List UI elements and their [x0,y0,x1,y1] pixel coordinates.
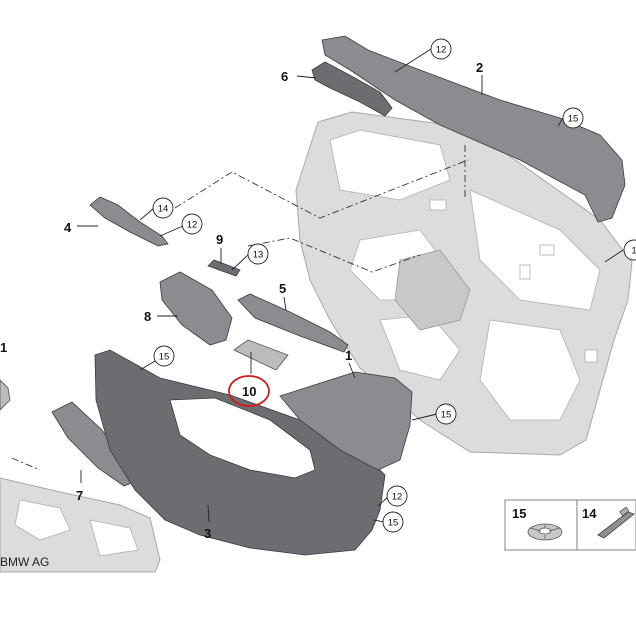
callout-15-bottom: 15 [382,511,404,533]
svg-text:13: 13 [253,250,264,261]
highlight-circle [228,375,270,407]
part-10-plate [233,339,289,371]
part-1-armrest [279,371,413,471]
svg-text:15: 15 [512,506,526,521]
left-edge-part-fragment [0,379,11,411]
part-number-8: 8 [144,309,151,324]
part-number-1-left: 1 [0,340,7,355]
door-panel-fragment [0,477,161,573]
part-2-trim-strip [321,35,626,223]
door-inner-panel [295,111,633,456]
part-number-10: 10 [242,384,256,399]
assembly-line-2 [247,237,421,273]
svg-text:1: 1 [631,246,636,257]
part-number-6: 6 [281,69,288,84]
part-8-switch-block [159,271,233,346]
callout-12-arm: 12 [181,213,203,235]
legend-box-15: 15 [504,499,578,551]
callout-15-right: 15 [435,403,457,425]
part-number-1: 1 [345,348,352,363]
svg-text:12: 12 [436,45,447,56]
assembly-line-1 [174,159,469,219]
callout-14-arm: 14 [152,197,174,219]
callout-12-top: 12 [430,38,452,60]
part-number-7: 7 [76,488,83,503]
copyright-text: BMW AG [0,555,49,569]
callout-12-bottom: 12 [386,485,408,507]
part-number-4: 4 [64,220,72,235]
callout-13: 13 [247,243,269,265]
svg-text:12: 12 [392,492,403,503]
part-6-cover [311,61,393,117]
legend-box-14: 14 [576,499,636,551]
callout-15-mid: 15 [153,345,175,367]
svg-text:15: 15 [441,410,452,421]
svg-text:15: 15 [388,518,399,529]
part-9-strip [207,259,241,277]
svg-text:15: 15 [568,114,579,125]
svg-text:12: 12 [187,220,198,231]
clip-nut-icon [527,523,563,541]
svg-text:15: 15 [159,352,170,363]
part-number-9: 9 [216,232,223,247]
part-4-cover [89,196,169,247]
svg-text:14: 14 [582,506,597,521]
part-5-handle [237,293,349,353]
assembly-line-3 [11,457,41,471]
svg-text:14: 14 [158,204,169,215]
callout-15-top: 15 [562,107,584,129]
clip-strip-icon [597,506,635,539]
part-3-cutout [169,397,316,479]
callout-1-edge: 1 [623,239,636,261]
part-number-3: 3 [204,526,211,541]
part-number-2: 2 [476,60,483,75]
leader-lines [77,48,624,523]
part-number-5: 5 [279,281,286,296]
